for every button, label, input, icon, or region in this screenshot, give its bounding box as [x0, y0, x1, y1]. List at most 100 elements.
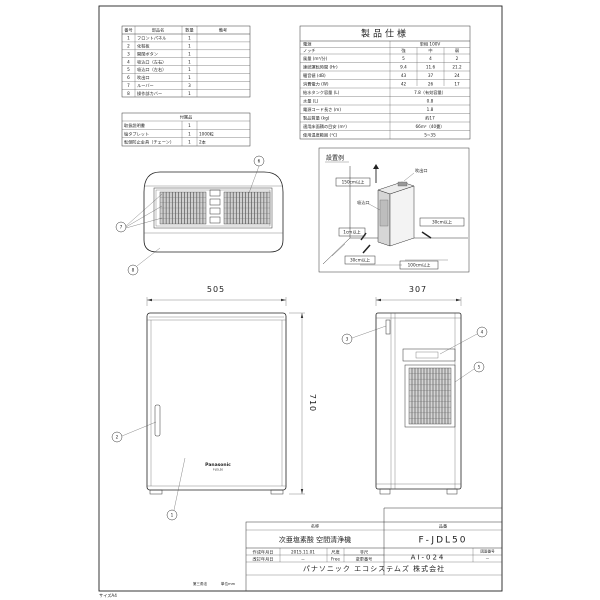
- parts-cell: 操作部カバー: [137, 90, 162, 97]
- parts-cell: 吸込口（左右）: [137, 66, 166, 73]
- parts-header-qty: 数量: [185, 27, 193, 34]
- parts-cell: 1: [127, 36, 130, 41]
- tb-name-label: 名称: [311, 523, 319, 530]
- spec-row-value: 17: [454, 82, 460, 87]
- parts-cell: 吸込口（左右）: [137, 58, 166, 65]
- parts-cell: 8: [127, 91, 130, 96]
- callout-3: 3: [346, 337, 349, 342]
- spec-row-label: 電源コード長さ (m): [303, 106, 341, 113]
- parts-cell: 1: [188, 75, 191, 80]
- tb-projection: 第三角法: [193, 581, 208, 586]
- tb-name-value: 次亜塩素酸 空間清浄機: [279, 535, 351, 544]
- spec-row-label: 水量 (L): [303, 98, 319, 105]
- parts-cell: 3: [188, 83, 191, 88]
- parts-cell: 1: [188, 36, 191, 41]
- spec-row-value: 42: [401, 82, 407, 87]
- spec-row-value: 0.8: [427, 99, 434, 104]
- spec-row-value: 7.8（有効容量）: [414, 89, 446, 96]
- parts-cell: 1: [188, 44, 191, 49]
- side-view: 307: [375, 285, 462, 495]
- dim-height: 710: [308, 394, 317, 412]
- spec-row-label: 使用温度範囲 (℃): [303, 132, 338, 139]
- spec-power-label: 電源: [303, 41, 312, 48]
- callouts: 6 7 8 2 1 3 4 5: [111, 155, 488, 521]
- callout-8: 8: [132, 268, 135, 273]
- sheet-size-label: サイズA4: [99, 592, 117, 599]
- parts-cell: 6: [127, 75, 130, 80]
- install-dim-front: 100cm以上: [408, 262, 431, 268]
- parts-cell: フロントパネル: [137, 36, 166, 42]
- accessory-cell: 1: [188, 131, 191, 136]
- tb-free-label: Free: [331, 556, 340, 561]
- dim-depth: 307: [409, 285, 427, 294]
- parts-cell: 開閉ボタン: [137, 50, 158, 57]
- front-model-small: F-JDL50: [213, 468, 223, 472]
- installation-example: 設置例 150cm以上 30cm以上 1cm以上 30cm以上 10: [318, 147, 470, 273]
- title-block: 名称 品番 次亜塩素酸 空間清浄機 F-JDL50 作成年月日 2015.11.…: [193, 507, 503, 592]
- parts-cell: 1: [188, 91, 191, 96]
- parts-cell: 2: [127, 44, 130, 49]
- accessory-cell: 塩タブレット: [124, 130, 149, 137]
- parts-cell: ルーバー: [137, 83, 154, 88]
- tb-scale-label: 尺度: [331, 548, 340, 555]
- install-outlet-label: 吹出口: [415, 167, 428, 174]
- dim-width: 505: [207, 285, 225, 294]
- spec-row-value: 24: [454, 73, 460, 78]
- callout-4: 4: [481, 330, 484, 335]
- tb-model-value: F-JDL50: [419, 536, 468, 546]
- tb-company: パナソニック エコシステムズ 株式会社: [303, 564, 445, 573]
- spec-row-value: 5: [402, 56, 405, 61]
- install-dim-left: 30cm以上: [350, 257, 370, 263]
- spec-row-label: 騒音値 (dB): [303, 72, 326, 79]
- install-dim-back: 1cm以上: [343, 229, 360, 235]
- top-view: [143, 171, 284, 253]
- spec-row-value: 約17: [425, 115, 435, 122]
- spec-row-value: 66m²（40畳）: [416, 124, 445, 129]
- parts-cell: 1: [188, 67, 191, 72]
- tb-scale-value: 非尺: [360, 548, 368, 555]
- install-dim-right: 30cm以上: [432, 219, 452, 225]
- accessory-cell: 転倒防止金具（チェーン）: [124, 139, 174, 146]
- spec-row-value: 43: [401, 73, 407, 78]
- spec-title: 製品仕様: [361, 28, 409, 40]
- spec-row-label: 製品質量 (kg): [303, 115, 330, 122]
- accessory-cell: 2本: [199, 139, 207, 146]
- parts-cell: 吹出口: [137, 74, 150, 81]
- accessory-cell: 1000粒: [199, 130, 214, 137]
- spec-row-value: 9.4: [400, 65, 407, 70]
- tb-model-label: 品番: [439, 523, 448, 530]
- parts-cell: 7: [127, 83, 130, 88]
- callout-2: 2: [116, 435, 119, 440]
- spec-row-value: 11.6: [426, 65, 436, 70]
- callout-5: 5: [478, 365, 481, 370]
- spec-notch-weak: 弱: [455, 48, 459, 54]
- install-inlet-label: 吸込口: [357, 199, 370, 206]
- parts-cell: 3: [127, 51, 130, 56]
- spec-row-value: 26: [428, 82, 434, 87]
- parts-cell: 5: [127, 67, 130, 72]
- tb-revised-label: 改訂年月日: [253, 555, 274, 562]
- callout-7: 7: [120, 225, 123, 230]
- parts-header-name: 部品名: [152, 27, 165, 34]
- tb-drawing-no-right: －: [485, 556, 489, 561]
- tb-created-value: 2015.11.01: [291, 549, 315, 554]
- spec-row-value: 1.8: [427, 107, 434, 112]
- install-title: 設置例: [326, 154, 344, 162]
- spec-row-value: 5~35: [424, 133, 436, 138]
- spec-row-label: 給水タンク容量 (L): [303, 89, 340, 96]
- spec-row-label: 適用床面積の目安 (m²): [303, 123, 347, 130]
- accessory-cell: 取扱説明書: [124, 122, 145, 129]
- tb-unit: 単位mm: [221, 581, 236, 586]
- parts-cell: 化粧板: [137, 43, 150, 50]
- tb-revision-no-label: 変更番号: [356, 555, 373, 562]
- tb-drawing-no-value: AI-024: [411, 554, 446, 562]
- parts-cell: 1: [188, 59, 191, 64]
- parts-cell: 1: [188, 51, 191, 56]
- spec-row-value: 4: [429, 56, 432, 61]
- spec-power-value: 単相 100V: [420, 41, 441, 48]
- tb-drawing-no-label: 図面番号: [480, 549, 495, 554]
- spec-row-label: 風量 (m³/分): [303, 55, 328, 62]
- spec-notch-label: ノッチ: [303, 48, 315, 53]
- front-view: Panasonic F-JDL50 505 710: [146, 285, 317, 495]
